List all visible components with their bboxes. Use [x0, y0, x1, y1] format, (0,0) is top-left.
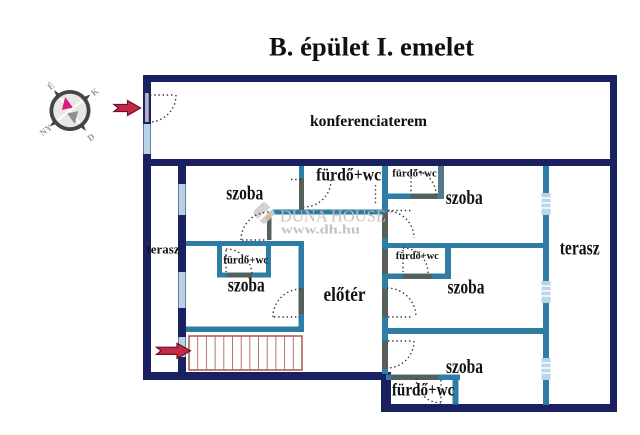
svg-text:terasz: terasz: [147, 242, 180, 257]
svg-text:szoba: szoba: [226, 182, 263, 204]
svg-text:szoba: szoba: [228, 274, 265, 296]
svg-text:DUNA HOUSE: DUNA HOUSE: [280, 207, 386, 226]
svg-text:fürdő+wc: fürdő+wc: [392, 167, 437, 179]
svg-text:fürdő+wc: fürdő+wc: [223, 252, 269, 266]
svg-text:®: ®: [386, 208, 392, 216]
svg-text:www.dh.hu: www.dh.hu: [281, 222, 360, 237]
svg-text:D: D: [85, 131, 97, 143]
svg-text:fürdő+wc: fürdő+wc: [392, 380, 455, 400]
svg-text:B. épület I. emelet: B. épület I. emelet: [269, 33, 474, 62]
svg-text:É: É: [45, 80, 56, 92]
svg-text:szoba: szoba: [446, 187, 483, 209]
svg-text:konferenciaterem: konferenciaterem: [310, 113, 428, 130]
svg-text:szoba: szoba: [446, 356, 483, 378]
svg-text:előtér: előtér: [324, 284, 366, 306]
svg-text:K: K: [89, 86, 101, 98]
svg-text:fürdő+wc: fürdő+wc: [316, 165, 381, 185]
svg-text:szoba: szoba: [448, 277, 485, 299]
svg-text:fürdő+wc: fürdő+wc: [396, 250, 439, 262]
svg-text:terasz: terasz: [560, 238, 600, 260]
